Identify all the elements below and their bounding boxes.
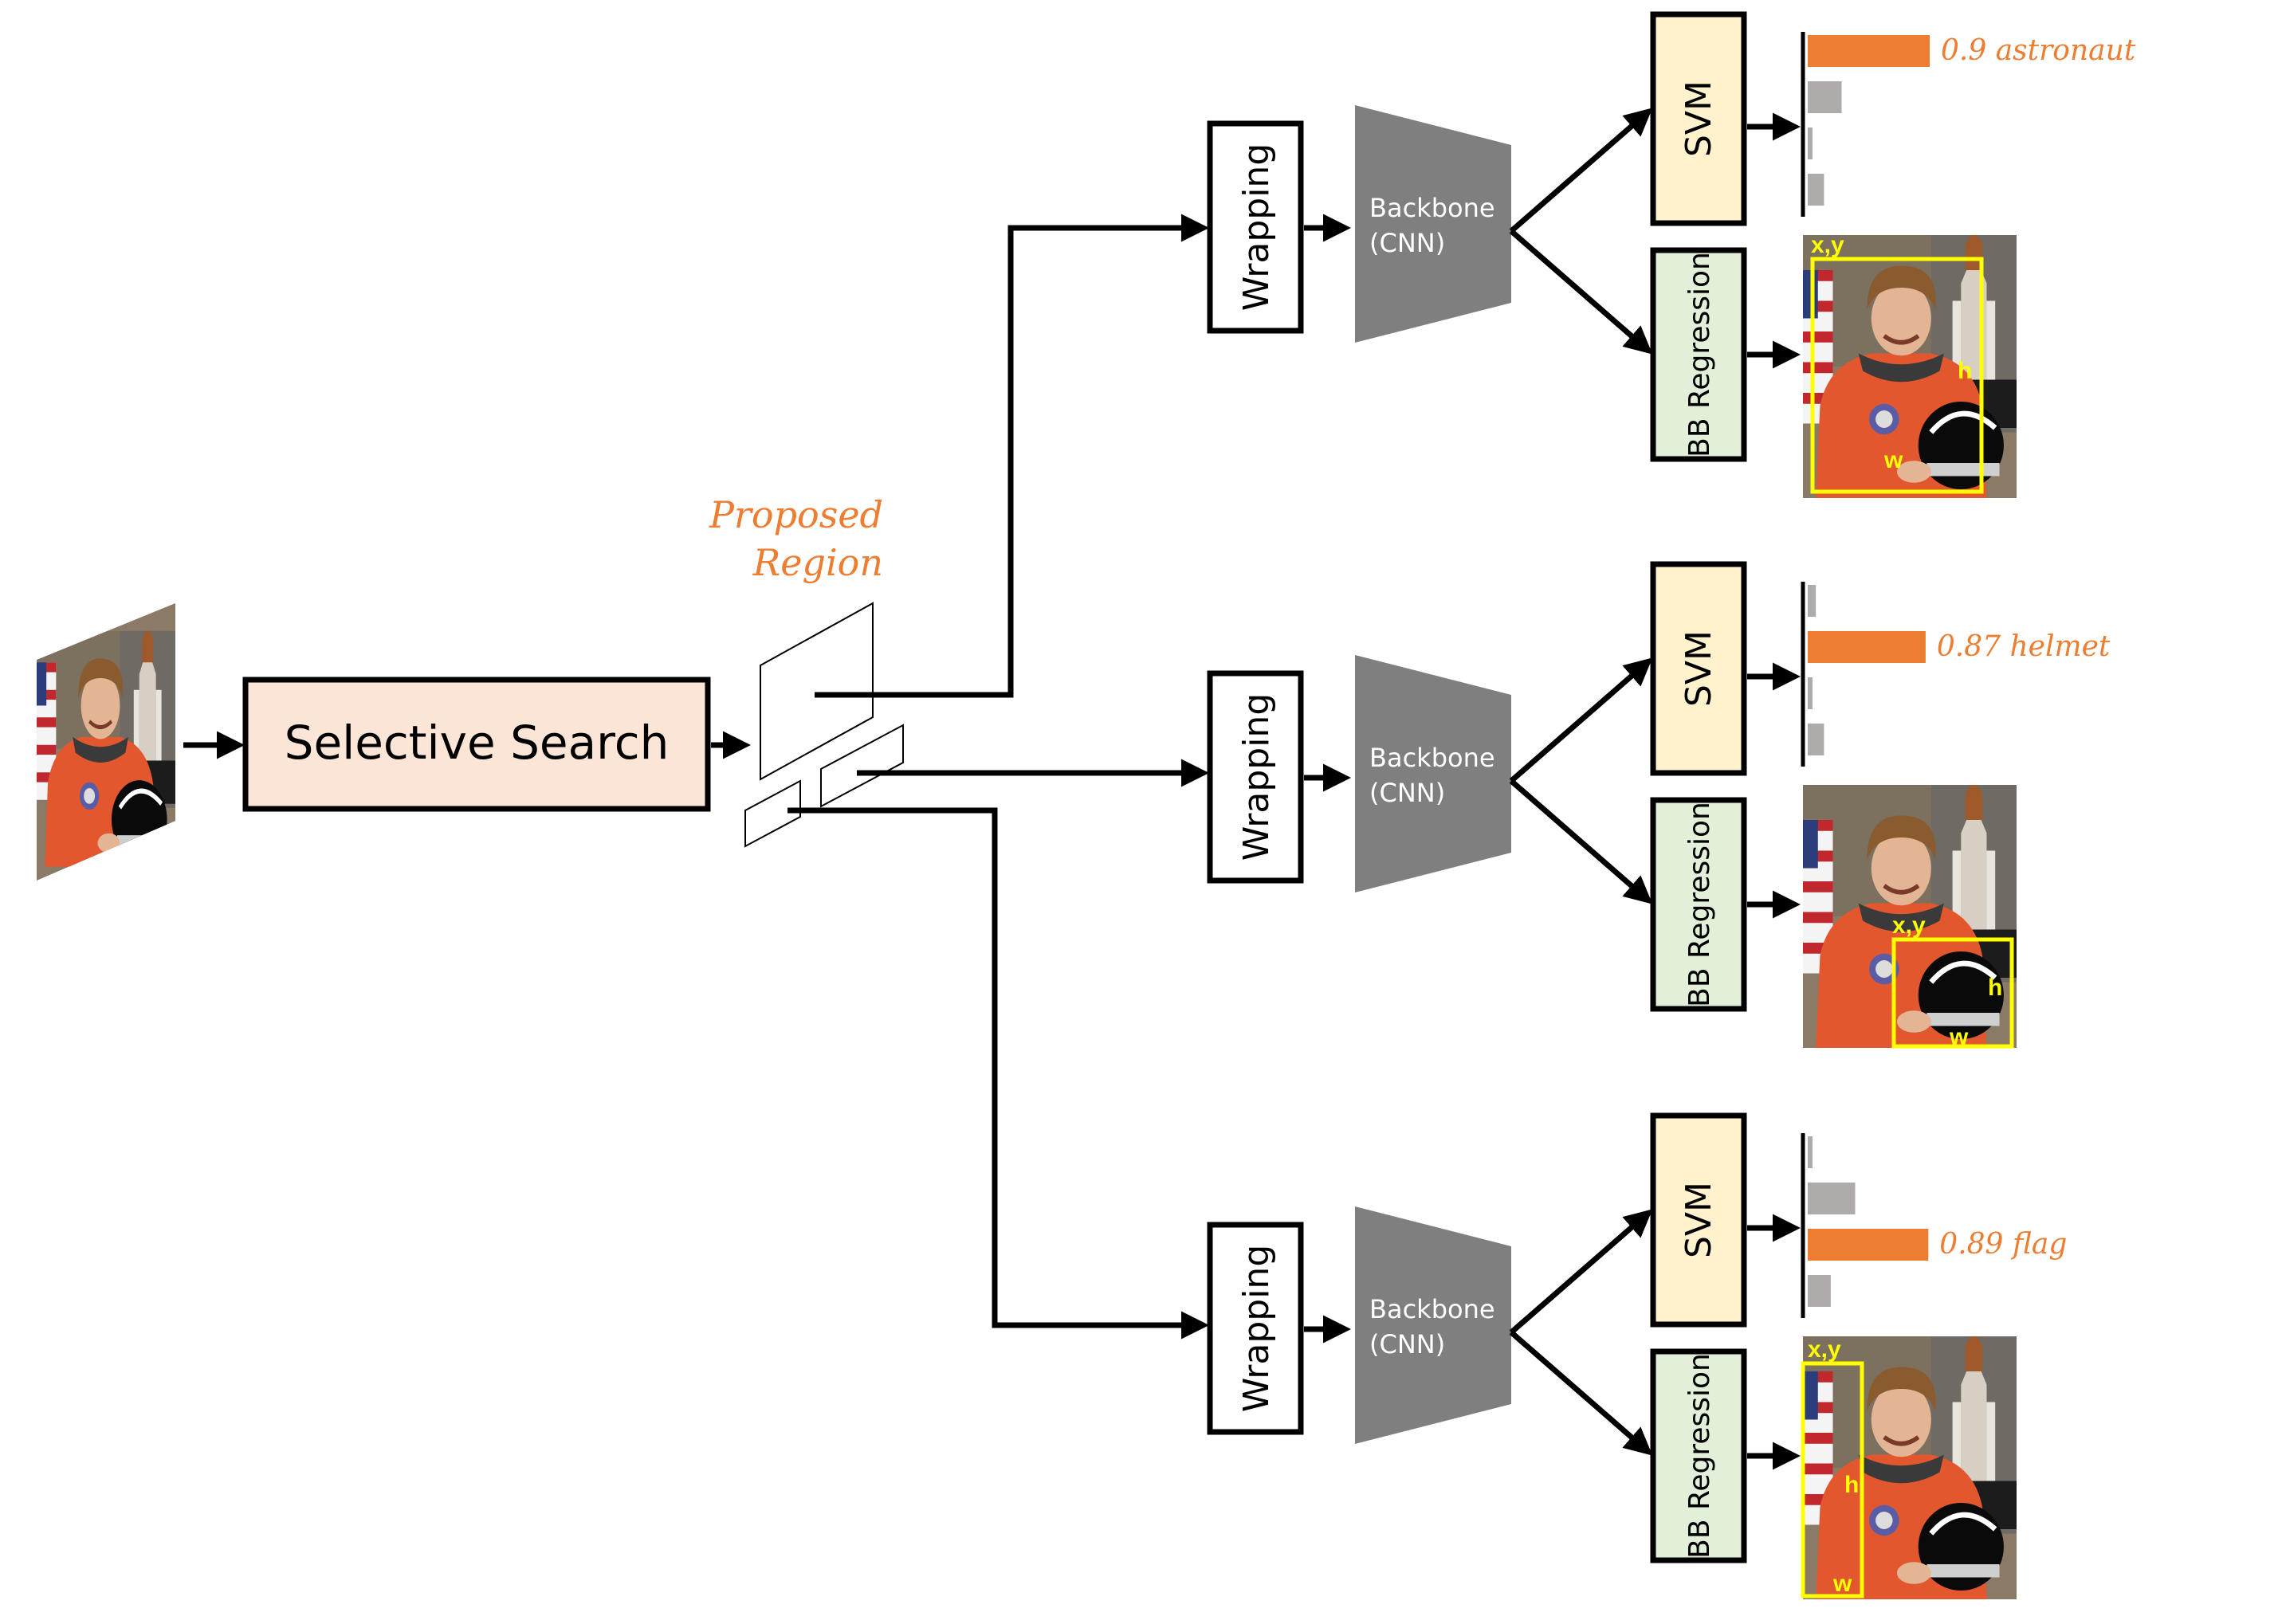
proposed-regions bbox=[744, 602, 904, 848]
score-bar-top bbox=[1808, 631, 1926, 663]
bb-regression-box: BB Regression bbox=[1650, 1348, 1747, 1563]
bbox-xy-label: x,y bbox=[1811, 232, 1844, 258]
wrapping-box: Wrapping bbox=[1207, 670, 1304, 884]
svm-label: SVM bbox=[1679, 1182, 1719, 1258]
svm-label: SVM bbox=[1679, 630, 1719, 707]
score-bar bbox=[1808, 1183, 1856, 1214]
score-bar bbox=[1808, 585, 1817, 617]
wrapping-label: Wrapping bbox=[1236, 1245, 1277, 1412]
arrow-backbone-to-svm bbox=[1509, 1209, 1653, 1335]
branch-1: Wrapping Backbone (CNN) SVM BB Regression 0.9… bbox=[1207, 11, 2136, 499]
score-bar bbox=[1808, 81, 1842, 113]
score-bar bbox=[1808, 174, 1824, 206]
bounding-box bbox=[1891, 937, 2014, 1049]
wrapping-label: Wrapping bbox=[1236, 143, 1277, 311]
score-label: 0.87 helmet bbox=[1937, 630, 2111, 663]
score-bar bbox=[1808, 127, 1813, 159]
arrow-backbone-to-svm bbox=[1509, 657, 1653, 783]
svm-box: SVM bbox=[1650, 561, 1747, 776]
connector-to-branch-3 bbox=[787, 807, 1209, 1340]
class-score-bars: 0.87 helmet bbox=[1801, 582, 2111, 767]
branch-2: Wrapping Backbone (CNN) SVM BB Regression 0.8… bbox=[1207, 561, 2111, 1050]
wrapping-box: Wrapping bbox=[1207, 120, 1304, 334]
arrow-backbone-to-bbreg bbox=[1509, 1330, 1653, 1456]
bb-regression-box: BB Regression bbox=[1650, 247, 1747, 462]
score-label: 0.89 flag bbox=[1939, 1228, 2067, 1261]
bbox-h-label: h bbox=[1844, 1472, 1859, 1498]
arrow-backbone-to-svm bbox=[1509, 108, 1653, 233]
bbox-w-label: w bbox=[1949, 1024, 1969, 1050]
bbox-w-label: w bbox=[1883, 447, 1903, 473]
backbone-cnn: Backbone (CNN) bbox=[1355, 105, 1511, 343]
backbone-label-line2: (CNN) bbox=[1369, 228, 1445, 258]
class-score-bars: 0.9 astronaut bbox=[1801, 32, 2136, 217]
arrow-backbone-to-bbreg bbox=[1509, 779, 1653, 904]
wrapping-label: Wrapping bbox=[1236, 693, 1277, 861]
score-bar bbox=[1808, 1275, 1831, 1307]
bounding-box bbox=[1810, 257, 1984, 494]
svm-box: SVM bbox=[1650, 11, 1747, 226]
proposed-region-label-line2: Region bbox=[752, 541, 883, 584]
arrow-backbone-to-bbreg bbox=[1509, 229, 1653, 355]
score-bar-top bbox=[1808, 35, 1930, 67]
svm-label: SVM bbox=[1679, 80, 1719, 157]
selective-search-box: Selective Search bbox=[242, 677, 711, 812]
backbone-label-line2: (CNN) bbox=[1369, 1329, 1445, 1359]
bbox-h-label: h bbox=[1988, 975, 2002, 1001]
astronaut-photo bbox=[1803, 231, 2017, 499]
backbone-label-line1: Backbone bbox=[1369, 193, 1495, 223]
svm-box: SVM bbox=[1650, 1112, 1747, 1328]
detection-output-image: x,y h w bbox=[1801, 1332, 2017, 1600]
score-bar bbox=[1808, 677, 1813, 709]
wrapping-box: Wrapping bbox=[1207, 1222, 1304, 1435]
detection-output-image: x,y hw bbox=[1803, 781, 2017, 1050]
backbone-label-line1: Backbone bbox=[1369, 743, 1495, 773]
bb-regression-label: BB Regression bbox=[1683, 252, 1716, 457]
connector-to-branch-1 bbox=[815, 214, 1209, 698]
backbone-label-line1: Backbone bbox=[1369, 1294, 1495, 1324]
score-bar-top bbox=[1808, 1229, 1929, 1261]
bbox-xy-label: x,y bbox=[1808, 1336, 1841, 1363]
branch-3: Wrapping Backbone (CNN) SVM BB Regression 0.8… bbox=[1207, 1112, 2067, 1600]
proposed-region-label-line1: Proposed bbox=[709, 493, 883, 536]
backbone-cnn: Backbone (CNN) bbox=[1355, 655, 1511, 892]
backbone-label-line2: (CNN) bbox=[1369, 778, 1445, 808]
score-bar bbox=[1808, 1136, 1813, 1168]
backbone-cnn: Backbone (CNN) bbox=[1355, 1206, 1511, 1444]
class-score-bars: 0.89 flag bbox=[1801, 1133, 2067, 1318]
input-image bbox=[37, 603, 175, 881]
detection-output-image: x,y h w bbox=[1803, 231, 2017, 499]
bb-regression-label: BB Regression bbox=[1683, 1353, 1716, 1559]
score-bar bbox=[1808, 724, 1824, 755]
astronaut-photo bbox=[1803, 1332, 2017, 1600]
bbox-h-label: h bbox=[1958, 358, 1972, 384]
selective-search-label: Selective Search bbox=[285, 716, 670, 770]
score-label: 0.9 astronaut bbox=[1941, 34, 2136, 67]
bbox-w-label: w bbox=[1832, 1571, 1852, 1597]
bb-regression-label: BB Regression bbox=[1683, 802, 1716, 1007]
bb-regression-box: BB Regression bbox=[1650, 797, 1747, 1012]
bbox-xy-label: x,y bbox=[1892, 912, 1926, 939]
bounding-box bbox=[1801, 1361, 1864, 1599]
